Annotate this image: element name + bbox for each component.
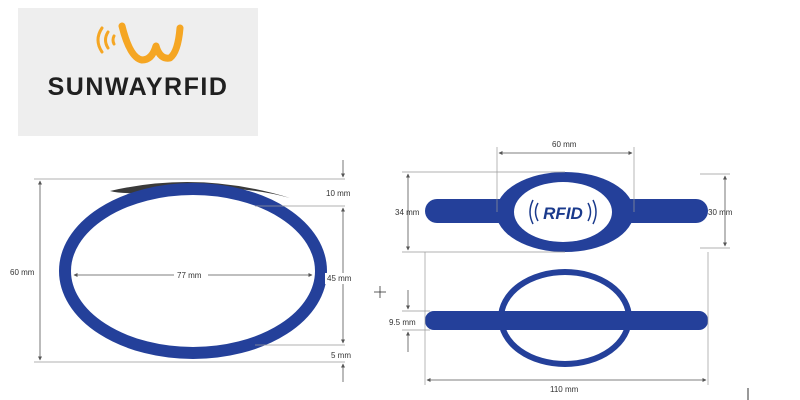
front-head-window: [514, 182, 612, 242]
side-band-ring: [59, 183, 327, 359]
crosshair-icon: [374, 286, 386, 298]
dim-left-inner: 45 mm: [327, 274, 352, 283]
top-view-strap: [425, 311, 708, 330]
band-top-shading: [110, 182, 290, 198]
signal-wave-icon: [587, 202, 592, 222]
dim-strap-height: 30 mm: [708, 208, 733, 217]
dim-left-height: 60 mm: [10, 268, 35, 277]
dim-left-top: 10 mm: [326, 189, 351, 198]
dim-left-bottom: 5 mm: [331, 351, 351, 360]
signal-wave-icon: [534, 202, 539, 222]
logo-mark: [96, 22, 184, 64]
brand-name: SUNWAYRFID: [47, 73, 229, 101]
dim-head-height: 34 mm: [395, 208, 420, 217]
side-view: 60 mm 77 mm 10 mm 45 mm 5 mm: [10, 160, 361, 382]
dim-left-width: 77 mm: [177, 271, 202, 280]
swoosh-icon: [118, 22, 184, 64]
dim-thickness: 9.5 mm: [389, 318, 416, 327]
signal-arc-icon: [96, 26, 104, 54]
dim-head-width: 60 mm: [552, 140, 577, 149]
logo: SUNWAYRFID: [18, 8, 258, 136]
front-view: RFID 60 mm 34 mm 30 mm: [395, 140, 733, 253]
rfid-label: RFID: [543, 204, 583, 223]
signal-arc-icon: [111, 34, 116, 46]
dim-total-length: 110 mm: [550, 385, 579, 394]
signal-arc-icon: [104, 30, 110, 50]
top-view: 9.5 mm 110 mm: [389, 252, 709, 394]
